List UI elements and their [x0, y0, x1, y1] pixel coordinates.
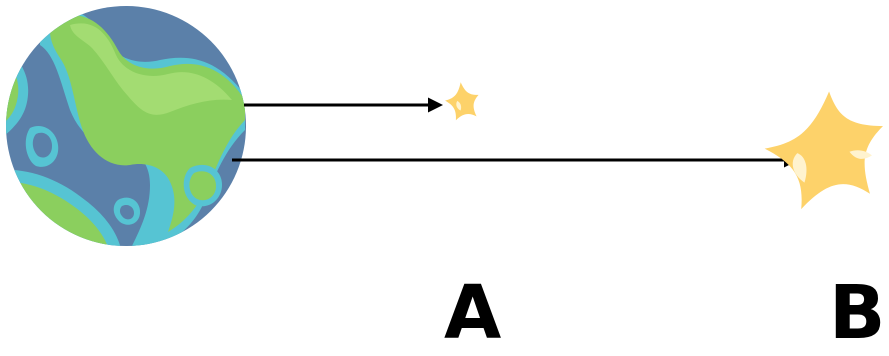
earth-globe-icon — [6, 6, 246, 246]
star-a-icon — [445, 82, 479, 121]
star-b-icon — [764, 91, 883, 210]
star-b-label: B — [829, 270, 886, 356]
star-a-label: A — [444, 270, 502, 356]
earth-stars-diagram — [6, 6, 883, 246]
